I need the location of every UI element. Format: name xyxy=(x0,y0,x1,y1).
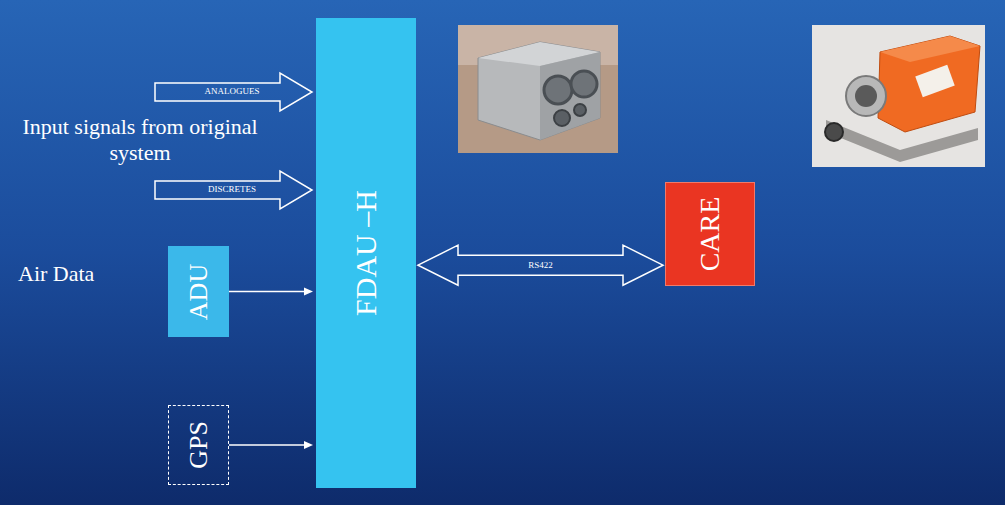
box-label: FDAU –H xyxy=(349,190,383,316)
sensor-box: ADU xyxy=(168,246,229,337)
annotation: Air Data xyxy=(18,261,148,287)
hollow-arrow xyxy=(155,171,312,209)
device-photo xyxy=(812,25,985,167)
bus-label: RS422 xyxy=(528,260,553,271)
box-label: ADU xyxy=(184,263,214,319)
signal-arrow xyxy=(229,441,313,449)
optional-box: GPS xyxy=(168,405,229,485)
box-label: CARE xyxy=(694,197,726,272)
annotation: Input signals from original system xyxy=(10,114,270,166)
signal-name: ANALOGUES xyxy=(160,86,304,97)
bus-arrow xyxy=(418,245,663,285)
signal-arrow xyxy=(229,288,313,296)
unit-box: FDAU –H xyxy=(316,18,416,488)
box-label: GPS xyxy=(184,421,214,469)
device-photo xyxy=(458,25,618,153)
recorder-box: CARE xyxy=(665,182,755,286)
signal-name: DISCRETES xyxy=(160,184,304,195)
hollow-arrow xyxy=(155,73,312,111)
